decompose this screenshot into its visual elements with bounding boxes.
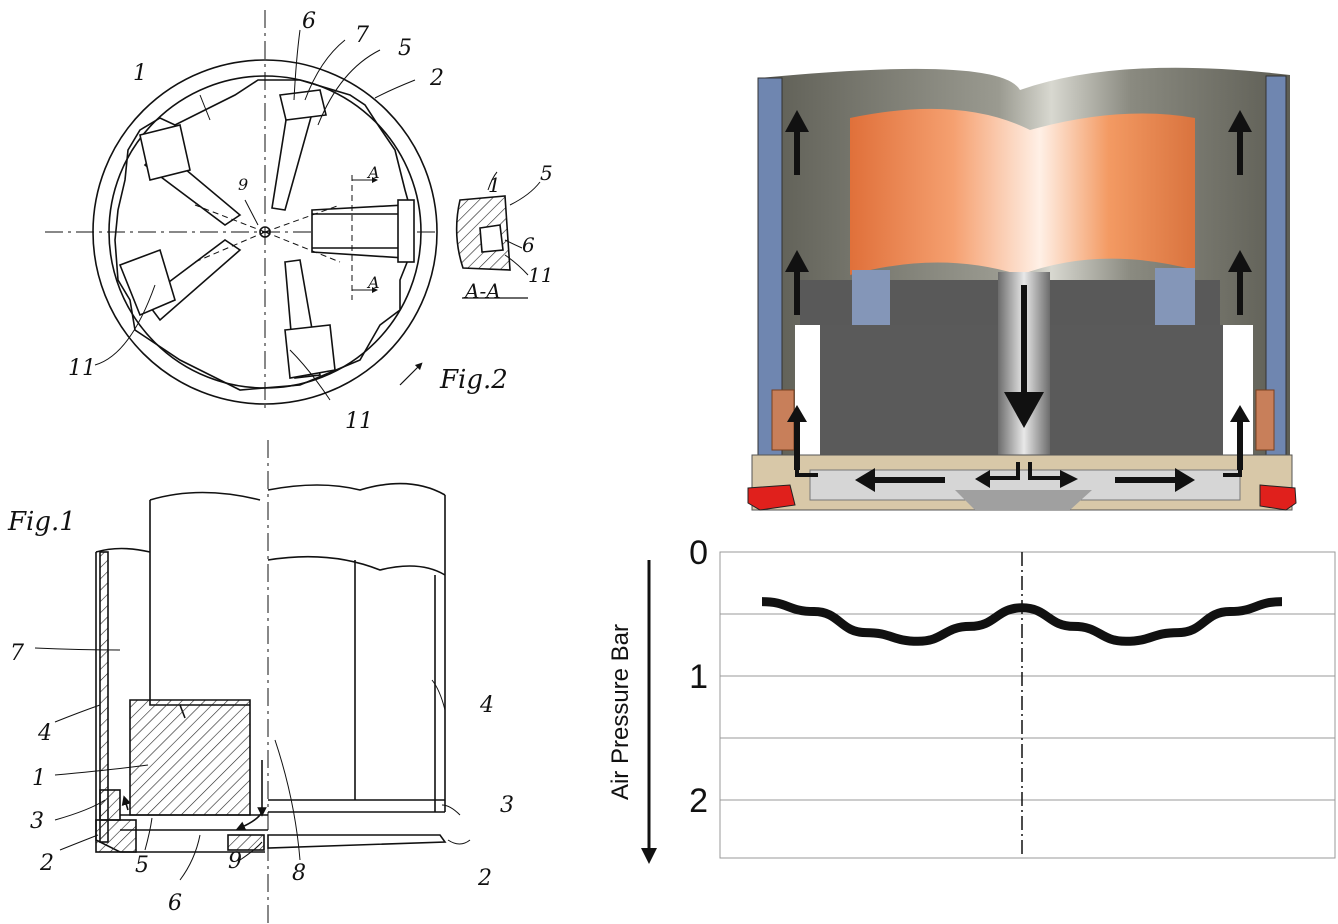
section-marker-top: A — [366, 163, 380, 182]
pressure-chart: Air Pressure Bar 0 1 2 — [607, 534, 1336, 864]
radial-channels — [118, 89, 415, 379]
callout-fig1-2-right: 2 — [477, 866, 492, 891]
series-line — [761, 597, 1283, 646]
callout-fig1-3-left: 3 — [30, 809, 44, 834]
right-gasket — [1255, 389, 1275, 451]
inner-body-outline — [114, 79, 413, 391]
callout-fig2-11b: 11 — [345, 409, 373, 434]
callout-fig2-11a: 11 — [68, 356, 96, 381]
flow-arrows — [785, 110, 1252, 492]
y-axis-arrowhead — [641, 848, 657, 864]
callout-fig1-7: 7 — [10, 641, 24, 666]
callout-fig1-3-right: 3 — [500, 793, 514, 818]
fig2-drawing — [45, 10, 440, 410]
fig1-title: Fig.1 — [7, 507, 76, 537]
fig1-labels: Fig.1 7 4 4 1 3 3 2 2 5 6 9 8 — [7, 507, 514, 916]
callout-aa-5: 5 — [540, 161, 553, 185]
filter-media — [850, 108, 1195, 276]
section-a-a — [455, 171, 541, 299]
fig2-labels: Fig.2 A-A A A 1 2 5 6 7 9 11 11 1 5 6 11 — [68, 9, 553, 434]
y-tick-label: 0 — [689, 534, 708, 572]
fig2-title: Fig.2 — [439, 365, 508, 395]
callout-aa-11: 11 — [528, 263, 553, 287]
callout-fig1-1: 1 — [32, 766, 46, 791]
callout-fig2-1: 1 — [133, 61, 147, 86]
callout-fig1-4-left: 4 — [37, 721, 52, 746]
callout-fig1-8: 8 — [292, 861, 306, 886]
callout-fig1-2-left: 2 — [39, 851, 54, 876]
callout-aa-6: 6 — [522, 233, 535, 257]
section-title: A-A — [463, 279, 501, 303]
callout-fig2-5: 5 — [398, 36, 412, 61]
base-cone — [955, 490, 1092, 510]
y-tick-label: 2 — [689, 782, 708, 820]
callout-aa-1: 1 — [488, 173, 501, 197]
left-seal — [747, 484, 796, 511]
right-insert — [1155, 268, 1195, 326]
callout-fig2-2: 2 — [429, 66, 444, 91]
callout-fig2-7: 7 — [355, 23, 369, 48]
fig1-drawing — [34, 440, 471, 924]
callout-fig1-4-right: 4 — [479, 693, 494, 718]
left-insert — [852, 270, 890, 325]
right-seal — [1259, 484, 1297, 511]
filter-cutaway — [747, 67, 1297, 511]
section-marker-bottom: A — [366, 273, 380, 292]
callout-fig2-9: 9 — [238, 175, 248, 194]
callout-fig1-9: 9 — [228, 849, 242, 874]
y-axis-label: Air Pressure Bar — [607, 624, 634, 800]
y-tick-label: 1 — [689, 658, 708, 696]
callout-fig1-6: 6 — [168, 891, 182, 916]
callout-fig2-6: 6 — [302, 9, 316, 34]
callout-fig1-5: 5 — [135, 853, 149, 878]
plot-frame — [719, 551, 1336, 859]
